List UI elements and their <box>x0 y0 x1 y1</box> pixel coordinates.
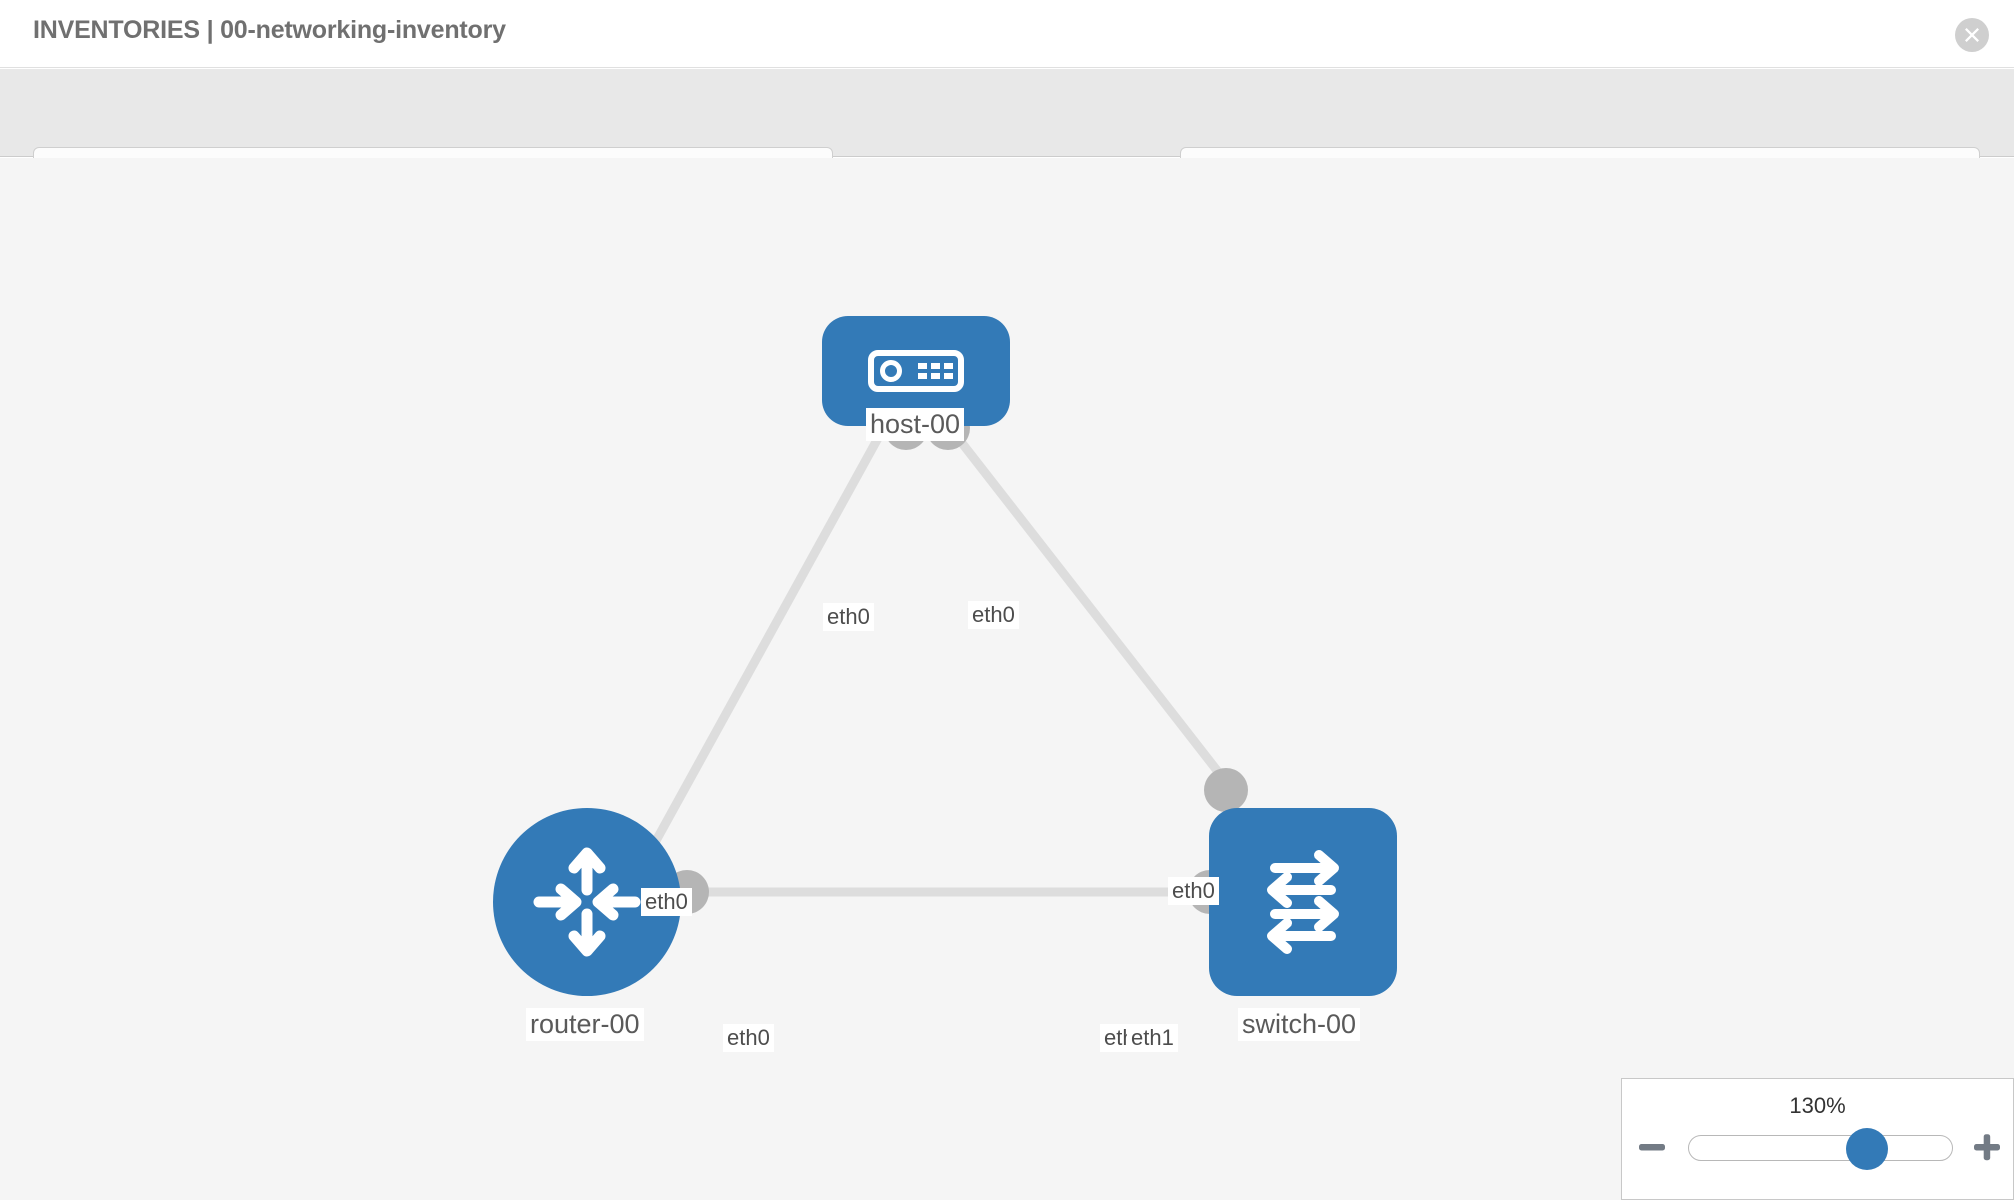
minus-icon <box>1639 1144 1665 1151</box>
switch-bidirectional-arrows-icon <box>1267 850 1339 954</box>
plus-icon <box>1974 1134 2000 1161</box>
edge-label-router-right: eth0 <box>723 1024 774 1052</box>
zoom-control-panel: 130% <box>1621 1078 2014 1200</box>
zoom-slider-thumb[interactable] <box>1846 1128 1888 1170</box>
edge-label-host-left: eth0 <box>823 603 874 631</box>
topology-links <box>648 417 1244 897</box>
node-label-host-00: host-00 <box>866 408 965 441</box>
zoom-percent-label: 130% <box>1789 1093 1846 1118</box>
switch-node-shape[interactable] <box>1209 808 1397 996</box>
server-device-icon <box>868 350 964 392</box>
close-x-glyph <box>1965 28 1979 42</box>
page-title: INVENTORIES | 00-networking-inventory <box>33 16 506 44</box>
zoom-in-button[interactable] <box>1969 1129 2005 1165</box>
link-host-router[interactable] <box>648 417 892 851</box>
edge-label-host-right: eth0 <box>968 601 1019 629</box>
node-label-router-00: router-00 <box>526 1008 644 1041</box>
topology-canvas[interactable]: host-00 <box>0 158 2014 1200</box>
close-icon[interactable] <box>1955 18 1989 52</box>
edge-label-router-up: eth0 <box>641 888 692 916</box>
router-four-arrows-icon <box>533 847 641 957</box>
zoom-out-button[interactable] <box>1634 1129 1670 1165</box>
toolbar: ACTIONS SEARCH <box>0 69 2014 203</box>
link-host-switch[interactable] <box>940 417 1244 803</box>
endpoint-switch-up[interactable] <box>1204 768 1248 812</box>
node-label-switch-00: switch-00 <box>1238 1008 1361 1041</box>
zoom-slider-track[interactable] <box>1688 1128 1953 1170</box>
host-node-shape[interactable] <box>822 316 1010 426</box>
window-title-bar: INVENTORIES | 00-networking-inventory <box>0 0 2014 68</box>
edge-label-switch-left: eth1 <box>1127 1024 1178 1052</box>
edge-label-switch-up: eth0 <box>1168 877 1219 905</box>
